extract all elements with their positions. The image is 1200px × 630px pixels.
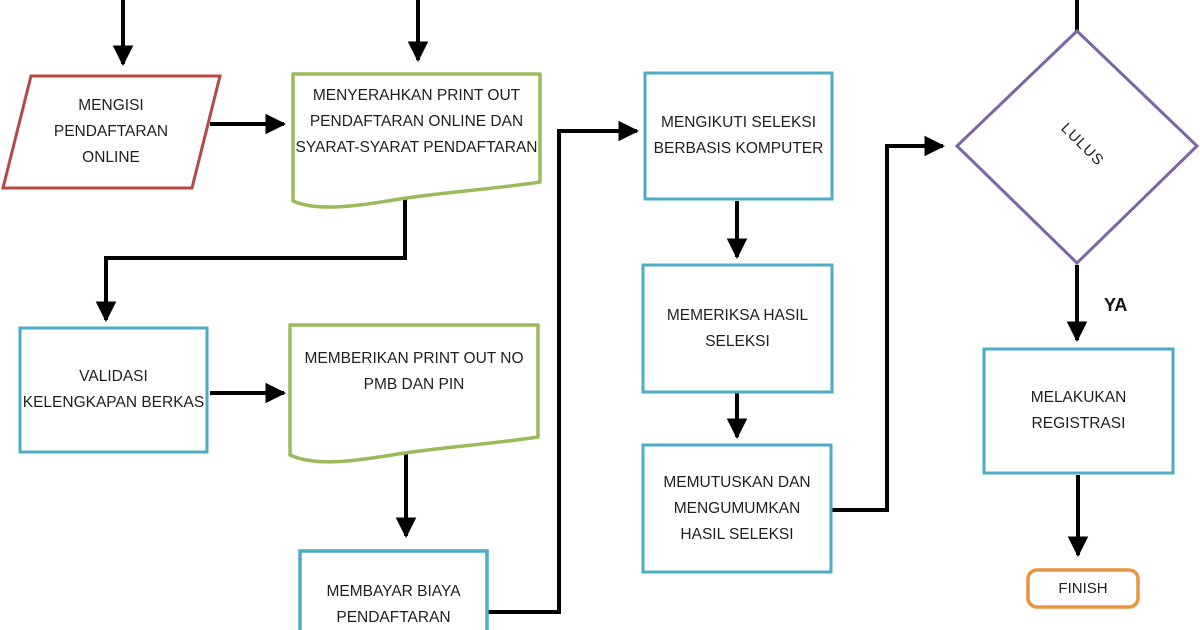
shape-lulus-diamond [954,28,1200,266]
edge-memutuskan-to-lulus [831,135,946,512]
shape-memutuskan-rect [641,443,833,574]
shape-menyerahkan-document [291,72,542,209]
edge-membayar-to-mengikuti [487,120,640,614]
edge-label-ya: YA [1104,295,1128,315]
shape-membayar-rect [298,549,489,630]
edges-group [95,0,1089,614]
shape-finish-terminator [1026,568,1140,609]
edge-menyerahkan-to-validasi [95,198,407,323]
shape-melakukan-rect [982,347,1175,475]
shape-memberikan-document [288,323,540,464]
shape-validasi-rect [18,326,209,454]
shape-mengisi-parallelogram [1,74,222,190]
shape-mengikuti-rect [643,71,834,201]
shape-memeriksa-rect [641,263,834,394]
